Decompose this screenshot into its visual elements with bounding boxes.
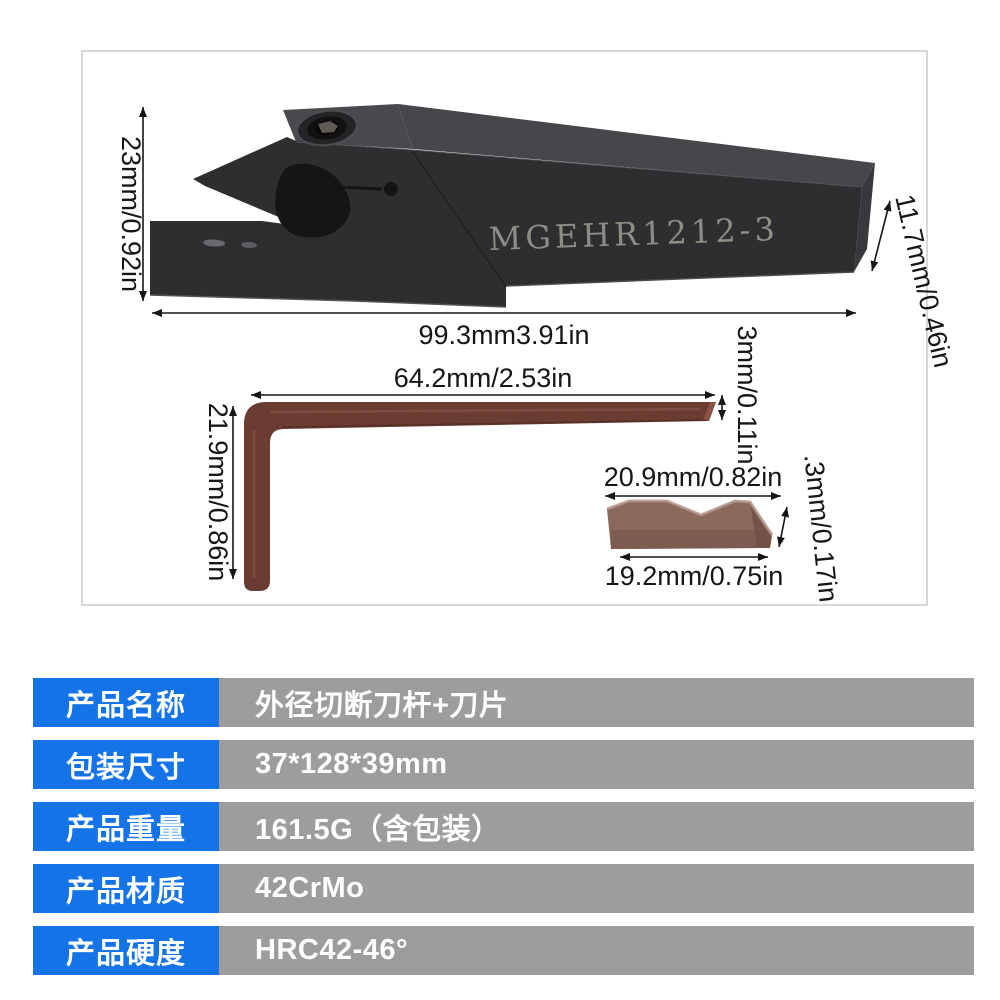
spec-row-label: 包装尺寸	[33, 740, 219, 789]
dimension-lines	[139, 107, 892, 579]
tool-shank-top-face	[398, 104, 875, 187]
spec-row-value: 42CrMo	[219, 864, 974, 913]
spec-table: 产品名称 外径切断刀杆+刀片 包装尺寸 37*128*39mm 产品重量 161…	[33, 678, 974, 988]
spec-row-label: 产品名称	[33, 678, 219, 727]
dimension-label-wrench-length: 64.2mm/2.53in	[394, 363, 573, 393]
tool-butt-face	[854, 163, 875, 272]
dimension-label-wrench-height: 21.9mm/0.86in	[203, 403, 233, 582]
insert-pocket	[275, 163, 351, 238]
dimension-label-insert-length-bottom: 19.2mm/0.75in	[605, 561, 784, 591]
table-row: 包装尺寸 37*128*39mm	[33, 740, 974, 789]
spec-row-label: 产品硬度	[33, 926, 219, 975]
dimension-label-insert-length-top: 20.9mm/0.82in	[604, 462, 783, 492]
table-row: 产品硬度 HRC42-46°	[33, 926, 974, 975]
table-row: 产品材质 42CrMo	[33, 864, 974, 913]
dimension-label-wrench-thickness: 3mm/0.11in	[732, 325, 762, 464]
table-row: 产品重量 161.5G（含包装）	[33, 802, 974, 851]
table-row: 产品名称 外径切断刀杆+刀片	[33, 678, 974, 727]
spec-row-label: 产品材质	[33, 864, 219, 913]
clamp-screw	[296, 109, 358, 147]
dimension-label-tool-length: 99.3mm3.91in	[418, 320, 589, 350]
hex-wrench-illustration	[244, 402, 716, 591]
dimension-label-tool-height: 23mm/0.92in	[116, 136, 146, 292]
spec-row-label: 产品重量	[33, 802, 219, 851]
spec-row-value: 161.5G（含包装）	[219, 802, 974, 851]
spec-row-value: 37*128*39mm	[219, 740, 974, 789]
spec-row-value: HRC42-46°	[219, 926, 974, 975]
cutting-insert-illustration	[606, 499, 774, 549]
spec-row-value: 外径切断刀杆+刀片	[219, 678, 974, 727]
product-photo-panel: MGEHR1212-3	[81, 50, 958, 606]
tool-holder-illustration: MGEHR1212-3	[149, 104, 875, 308]
relief-hole	[384, 182, 398, 196]
